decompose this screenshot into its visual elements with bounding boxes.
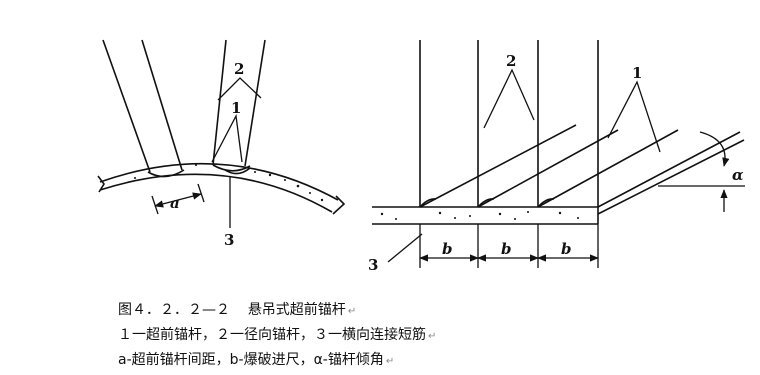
caption-legend-numbers: １一超前锚杆，２一径向锚杆，３一横向连接短筋↵ [118,324,436,344]
right-concrete-dots [380,211,579,220]
right-advance-anchors [419,124,745,215]
caption-title: 图４．２．２—２ 悬吊式超前锚杆↵ [118,299,356,319]
right-callout-2: 2 [506,52,516,70]
left-spacing-label: a [170,194,180,212]
left-callout-1: 1 [231,99,241,117]
anchor-diagram: 2 1 3 a [97,39,745,274]
blast-label-1: b [442,240,453,258]
caption-legend-symbols: a-超前锚杆间距，b-爆破进尺，α-锚杆倾角↵ [118,349,394,369]
right-callout-lines [387,68,661,263]
left-spacing-dimension [151,183,205,215]
return-mark: ↵ [385,356,395,367]
arch-break-left [97,175,105,193]
caption-figure-title: 悬吊式超前锚杆 [247,302,346,318]
right-radial-anchors [419,40,599,207]
left-callout-3: 3 [224,231,234,249]
arch-break-right [332,195,346,215]
left-radial-anchors [212,39,266,175]
right-blast-dimension [419,224,599,268]
blast-label-2: b [501,240,512,258]
arch-outer-line [99,162,339,201]
blast-label-3: b [561,240,572,258]
left-callout-lines [211,77,262,228]
return-mark: ↵ [347,306,357,317]
caption-figure-number: 图４．２．２—２ [118,302,230,318]
return-mark: ↵ [428,331,437,342]
left-arch-section [97,162,346,215]
left-callout-2: 2 [234,60,244,78]
arch-concrete-dots [134,164,324,202]
right-angle-label: α [732,166,744,184]
right-callout-1: 1 [632,64,642,82]
caption-legend-symbols-text: a-超前锚杆间距，b-爆破进尺，α-锚杆倾角 [118,352,384,368]
right-concrete-layer [372,206,599,225]
left-advance-anchor [102,39,185,178]
arch-inner-line [99,173,333,213]
caption-legend-numbers-text: １一超前锚杆，２一径向锚杆，３一横向连接短筋 [118,327,426,343]
right-angle-indicator [658,131,745,212]
right-callout-3: 3 [368,256,378,274]
